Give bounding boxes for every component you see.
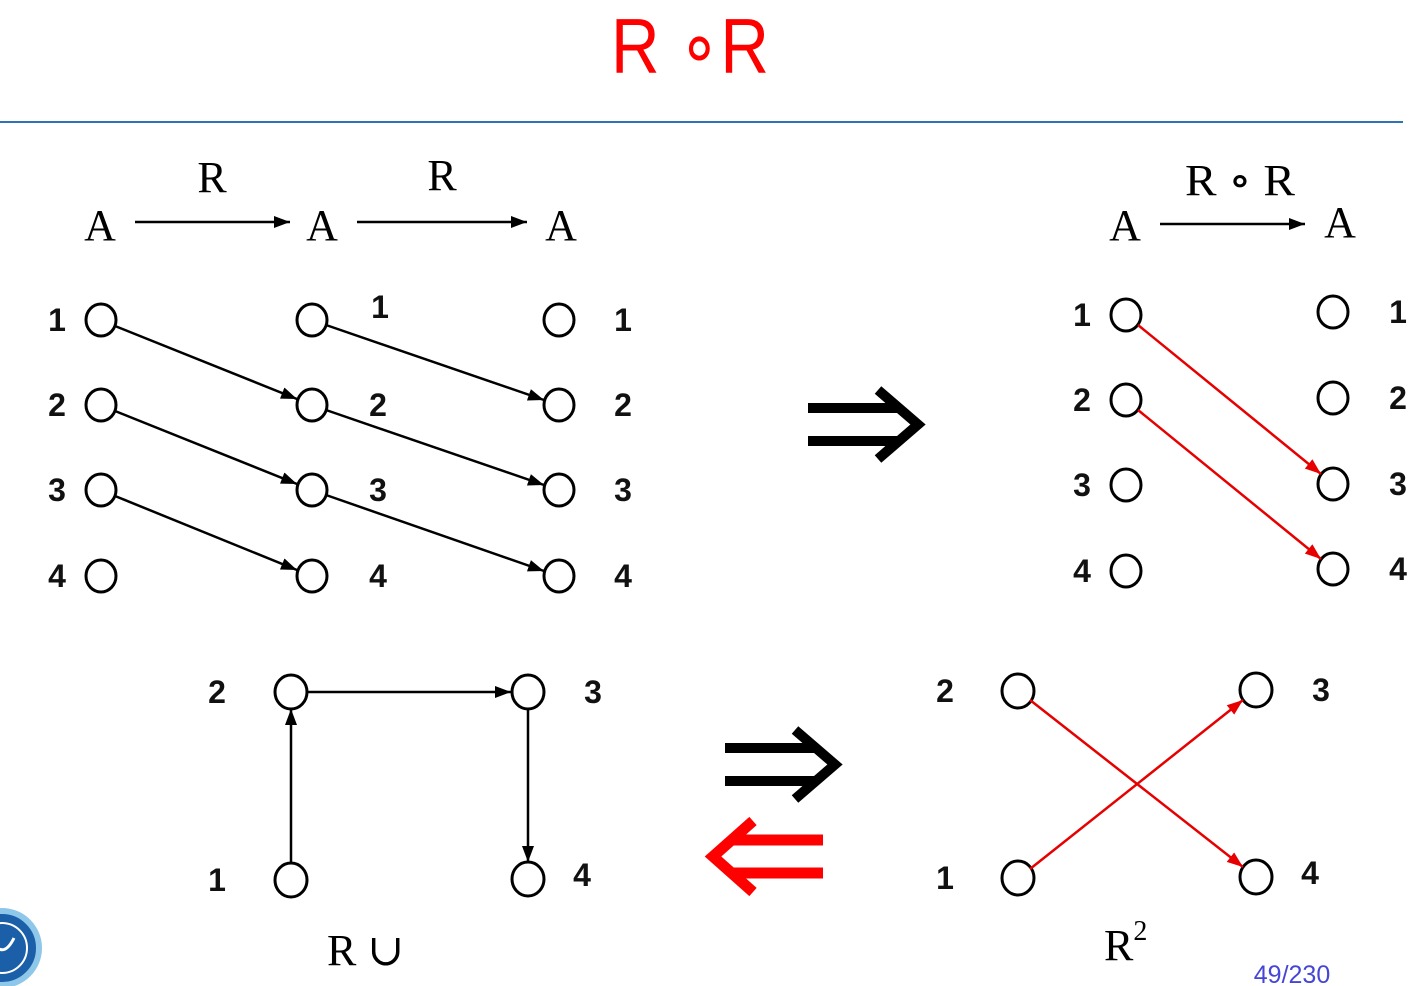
caption-base: R — [1104, 921, 1134, 970]
node — [84, 472, 118, 508]
edge-2-to-3 — [114, 409, 298, 486]
node — [542, 558, 576, 594]
node-label: 4 — [48, 558, 66, 594]
slide-title: R ∘R — [611, 2, 769, 90]
node — [510, 860, 546, 898]
double-arrow-left-icon — [704, 816, 823, 897]
double-arrow-right-icon — [725, 726, 843, 803]
node-label: 4 — [1389, 551, 1407, 587]
node-label: 1 — [1389, 294, 1407, 330]
node-label: 1 — [48, 302, 66, 338]
set-label: A — [1109, 201, 1141, 250]
edge-3-to-4 — [114, 494, 298, 572]
node — [295, 387, 329, 423]
node — [295, 302, 329, 338]
set-label: A — [306, 201, 338, 250]
edge-1-to-3 — [1029, 699, 1244, 870]
node — [542, 387, 576, 423]
edge-1-to-2 — [114, 324, 298, 401]
page-number: 49/230 — [1254, 961, 1330, 986]
node-label: 1 — [614, 302, 632, 338]
relation-label: R — [197, 153, 227, 202]
node — [295, 472, 329, 508]
node-label: 1 — [1073, 297, 1091, 333]
node — [510, 673, 546, 711]
node-label: 2 — [1389, 380, 1407, 416]
node — [84, 302, 118, 338]
node-label: 3 — [614, 472, 632, 508]
edge-1-to-3 — [1137, 324, 1322, 475]
node-label: 2 — [48, 387, 66, 423]
node-label: 2 — [936, 673, 954, 709]
edge-2-to-3 — [325, 408, 545, 487]
node-label: 4 — [369, 558, 387, 594]
node-label: 3 — [1312, 672, 1330, 708]
node — [542, 472, 576, 508]
node — [295, 558, 329, 594]
node — [1000, 672, 1036, 710]
composition-diagram: A A A R R 1 2 3 4 1 2 3 4 1 2 3 4 — [48, 151, 632, 594]
node-label: 4 — [614, 558, 632, 594]
node — [542, 302, 576, 338]
node-label: 4 — [1301, 855, 1319, 891]
node-label: 3 — [1073, 467, 1091, 503]
node — [1316, 466, 1350, 502]
node — [1000, 859, 1036, 897]
node — [1238, 858, 1274, 896]
graph-r-squared: 1 2 3 4 R2 — [936, 671, 1330, 970]
double-arrow-right-icon — [808, 386, 926, 463]
node-label: 3 — [369, 472, 387, 508]
node-label: 1 — [208, 862, 226, 898]
graph-caption: R ∪ — [327, 926, 404, 975]
result-diagram: A A R ∘ R 1 2 3 4 1 2 3 4 — [1073, 156, 1407, 589]
node-label: 2 — [208, 674, 226, 710]
node-label: 1 — [371, 289, 389, 325]
set-label: A — [545, 201, 577, 250]
node-label: 2 — [1073, 382, 1091, 418]
node-label: 2 — [614, 387, 632, 423]
node — [1109, 297, 1143, 333]
relation-label: R — [427, 151, 457, 200]
set-label: A — [84, 201, 116, 250]
relation-label: R ∘ R — [1185, 156, 1296, 205]
graph-caption: R2 — [1104, 916, 1147, 970]
node — [1316, 380, 1350, 416]
node — [84, 387, 118, 423]
node — [84, 558, 118, 594]
node — [273, 861, 309, 899]
edge-2-to-4 — [1137, 409, 1322, 560]
caption-superscript: 2 — [1133, 916, 1147, 947]
node — [273, 673, 309, 711]
node-label: 3 — [1389, 466, 1407, 502]
node-label: 3 — [48, 472, 66, 508]
graph-r: 1 2 3 4 R ∪ — [208, 673, 602, 975]
node-label: 4 — [1073, 553, 1091, 589]
node — [1109, 553, 1143, 589]
node — [1316, 551, 1350, 587]
node-label: 2 — [369, 387, 387, 423]
set-label: A — [1324, 198, 1356, 247]
node-label: 4 — [573, 857, 591, 893]
edge-3-to-4 — [325, 493, 545, 573]
node-label: 3 — [584, 674, 602, 710]
edge-1-to-2 — [325, 323, 545, 402]
node-label: 1 — [936, 860, 954, 896]
node — [1238, 671, 1274, 709]
node — [1316, 294, 1350, 330]
logo-seal — [0, 908, 42, 986]
node — [1109, 467, 1143, 503]
node — [1109, 382, 1143, 418]
